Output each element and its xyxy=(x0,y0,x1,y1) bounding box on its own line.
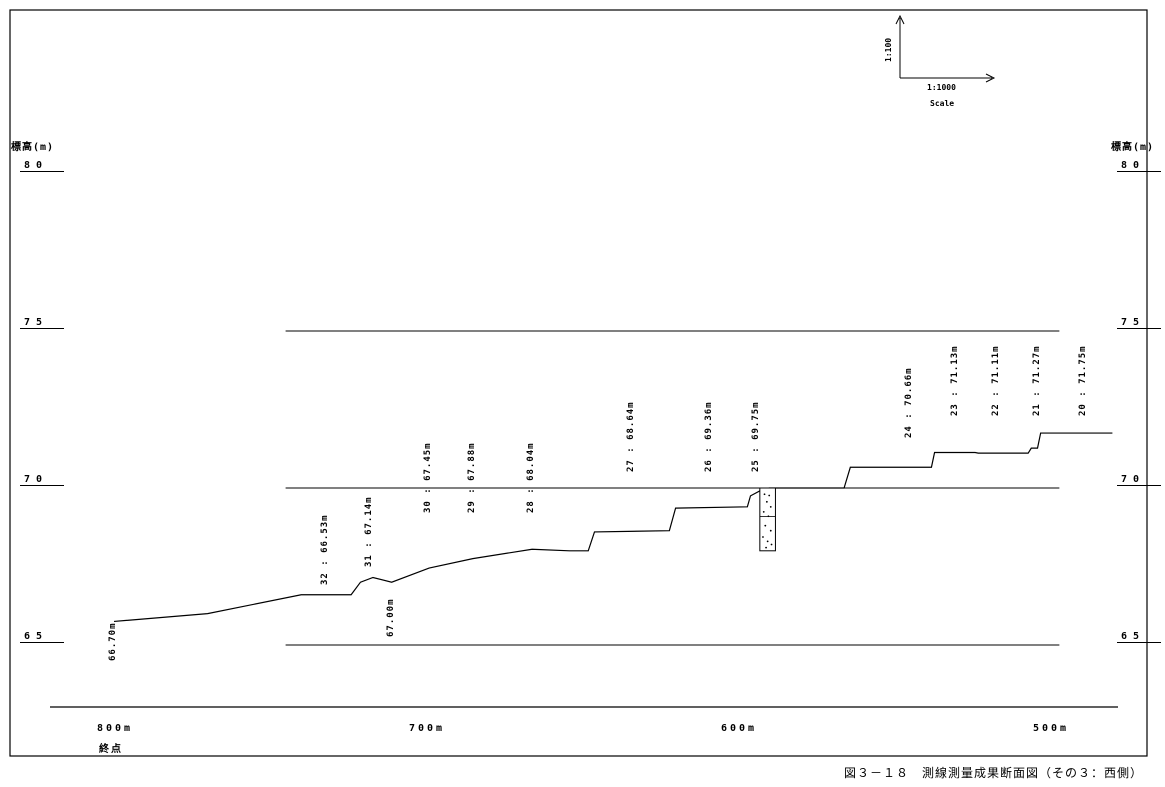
vertical-scale-label: 1:100 xyxy=(884,37,893,62)
elev-tick-80-left: 80 xyxy=(20,160,64,172)
elev-tick-65-left: 65 xyxy=(20,631,64,643)
dist-tick-500: 500m xyxy=(1033,723,1070,734)
station-label-7: 25 : 69.75m xyxy=(750,401,761,473)
station-label-2: 30 : 67.45m xyxy=(423,442,434,514)
dist-tick-800: 800m xyxy=(97,723,134,734)
pit-dot-2 xyxy=(765,500,768,503)
elevation-title-left: 標高(m) xyxy=(11,142,55,153)
ground-profile xyxy=(113,432,1113,623)
reference-lines xyxy=(285,330,1060,646)
pit-dot-3 xyxy=(769,505,772,508)
elev-tick-70-left: 70 xyxy=(20,474,64,486)
pit-dot-7 xyxy=(769,529,772,532)
elev-tick-70-right: 70 xyxy=(1117,474,1161,486)
scale-title: Scale xyxy=(930,99,955,108)
dist-tick-700: 700m xyxy=(409,723,446,734)
station-label-14: 66.70m xyxy=(108,622,118,661)
elev-tick-75-right: 75 xyxy=(1117,317,1161,329)
pit-dot-9 xyxy=(766,540,769,543)
pit-dot-4 xyxy=(762,510,765,513)
station-label-12: 20 : 71.75m xyxy=(1078,345,1089,416)
station-label-0: 32 : 66.53m xyxy=(320,514,331,586)
pit-dot-5 xyxy=(767,515,770,518)
test-pit-column xyxy=(759,487,776,552)
pit-box xyxy=(759,487,776,552)
station-label-4: 28 : 68.04m xyxy=(526,442,537,514)
pit-dot-11 xyxy=(765,546,767,549)
elevation-title-right: 標高(m) xyxy=(1111,142,1155,153)
profile-line xyxy=(113,432,1113,623)
pit-dot-10 xyxy=(770,543,773,546)
station-label-5: 27 : 68.64m xyxy=(625,401,636,473)
station-label-3: 29 : 67.88m xyxy=(466,442,477,514)
station-label-9: 23 : 71.13m xyxy=(950,345,961,416)
station-label-6: 26 : 69.36m xyxy=(703,401,714,473)
elev-tick-75-left: 75 xyxy=(20,317,64,329)
elev-tick-80-right: 80 xyxy=(1117,160,1161,172)
dist-tick-600: 600m xyxy=(721,723,758,734)
drawing-border xyxy=(9,9,1148,757)
end-point-label: 終点 xyxy=(99,744,123,755)
station-label-10: 22 : 71.11m xyxy=(990,345,1001,416)
pit-dot-6 xyxy=(764,524,767,527)
station-label-1: 31 : 67.14m xyxy=(363,495,374,567)
station-label-8: 24 : 70.66m xyxy=(903,367,914,438)
pit-dot-0 xyxy=(763,493,766,496)
pit-dot-1 xyxy=(768,494,771,497)
station-label-11: 21 : 71.27m xyxy=(1031,345,1042,416)
horizontal-scale-label: 1:1000 xyxy=(927,83,956,92)
scale-arrows xyxy=(895,14,996,83)
pit-dot-8 xyxy=(762,536,764,538)
figure-caption: 図３－１８ 測線測量成果断面図（その３：西側） xyxy=(843,766,1143,780)
elev-tick-65-right: 65 xyxy=(1117,631,1161,643)
station-label-13: 67.00m xyxy=(385,598,396,638)
